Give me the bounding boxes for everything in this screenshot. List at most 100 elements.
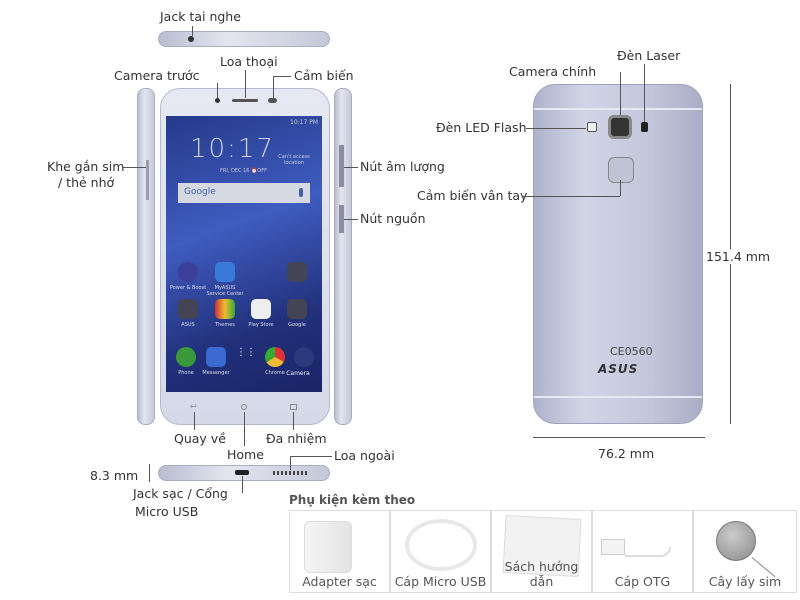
label-earpiece: Loa thoại	[220, 54, 278, 69]
app-themes[interactable]	[215, 299, 235, 319]
label-sensor: Cảm biến	[294, 68, 354, 83]
label-front-camera: Camera trước	[114, 68, 200, 83]
app-play-store[interactable]	[251, 299, 271, 319]
app-phone[interactable]	[176, 347, 196, 367]
sensor-window	[268, 98, 277, 103]
label-width: 76.2 mm	[598, 446, 655, 461]
accessory-label: Sách hướng dẫn	[504, 559, 579, 589]
phone-top-view	[158, 31, 330, 47]
led-flash	[587, 122, 597, 132]
label-fingerprint: Cảm biến vân tay	[417, 188, 528, 203]
phone-right-side	[334, 88, 352, 425]
text-label: Phone	[178, 370, 194, 376]
leader-line	[344, 167, 358, 168]
home-key-icon[interactable]	[241, 404, 247, 410]
antenna-line-top	[534, 108, 702, 110]
cable-image	[405, 519, 477, 571]
app-asus-folder[interactable]	[178, 299, 198, 319]
google-logo: Google	[184, 187, 216, 197]
phone-back	[533, 84, 703, 424]
label-volume: Nút âm lượng	[360, 159, 445, 174]
leader-line	[192, 26, 193, 36]
thickness-arrow	[149, 464, 150, 482]
app-myasus[interactable]	[215, 262, 235, 282]
accessory-label: Cáp Micro USB	[394, 574, 487, 589]
leader-line	[217, 83, 218, 98]
label-multitask-key: Đa nhiệm	[266, 431, 327, 446]
back-key-icon[interactable]: ↩	[190, 402, 197, 411]
app-power-boost[interactable]	[178, 262, 198, 282]
adapter-image	[304, 521, 352, 573]
app-drawer-icon[interactable]: ⋮⋮	[236, 347, 256, 358]
accessories-title: Phụ kiện kèm theo	[289, 493, 416, 507]
accessory-otg-cable: Cáp OTG	[592, 510, 693, 593]
earpiece-grille	[232, 99, 258, 102]
fingerprint-sensor[interactable]	[608, 157, 634, 183]
leader-line	[290, 456, 291, 470]
weather: Can't access location	[278, 154, 310, 166]
leader-line	[523, 196, 620, 197]
leader-line	[245, 70, 246, 98]
micro-usb-port	[235, 470, 249, 475]
loudspeaker-grille	[273, 471, 307, 475]
label-charging-port-1: Jack sạc / Cổng	[133, 486, 228, 501]
leader-line	[293, 412, 294, 430]
text-label: Power & Boost	[169, 285, 207, 291]
label-main-camera: Camera chính	[509, 64, 597, 79]
text-label: Google	[288, 322, 306, 328]
accessory-micro-usb-cable: Cáp Micro USB	[390, 510, 491, 593]
phone-screen: 10:17 PM 10:17 FRI, DEC 16 ⏰OFF Can't ac…	[166, 116, 322, 392]
label-loudspeaker: Loa ngoài	[334, 448, 395, 463]
text-label: ASUS	[181, 322, 195, 328]
cert-mark: CE0560	[610, 345, 653, 358]
status-time: 10:17 PM	[290, 119, 318, 126]
app-camera[interactable]	[294, 347, 314, 367]
text-label: MyASUS Service Center	[206, 285, 244, 297]
text-label: Play Store	[248, 322, 274, 328]
label-laser: Đèn Laser	[617, 48, 681, 63]
leader-line	[273, 76, 274, 98]
main-camera-lens	[608, 115, 632, 139]
label-home-key: Home	[227, 447, 264, 462]
app-camera-label: Camera	[286, 370, 310, 377]
headphone-jack-hole	[188, 36, 194, 42]
accessory-label: Cây lấy sim	[708, 574, 782, 589]
accessory-sim-tool: Cây lấy sim	[693, 510, 797, 593]
sim-slot	[146, 160, 149, 200]
app-google-folder[interactable]	[287, 299, 307, 319]
label-height: 151.4 mm	[706, 249, 771, 264]
asus-logo: ASUS	[598, 362, 639, 376]
clock: 10:17	[190, 134, 275, 164]
label-sim-slot-1: Khe gắn sim	[47, 159, 125, 174]
accessory-label: Cáp OTG	[614, 574, 671, 589]
leader-line	[526, 128, 586, 129]
label-power: Nút nguồn	[360, 211, 426, 226]
app-folder[interactable]	[287, 262, 307, 282]
antenna-line-bottom	[534, 396, 702, 398]
app-chrome[interactable]	[265, 347, 285, 367]
leader-line	[244, 412, 245, 446]
leader-line	[620, 180, 621, 196]
laser-sensor	[641, 122, 648, 132]
leader-line	[242, 476, 243, 493]
label-sim-slot-2: / thẻ nhớ	[58, 175, 115, 190]
front-camera-lens	[215, 98, 220, 103]
multitask-key-icon[interactable]	[290, 404, 297, 410]
label-led-flash: Đèn LED Flash	[436, 120, 527, 135]
leader-line	[644, 64, 645, 122]
leader-line	[194, 412, 195, 430]
google-search-bar[interactable]: Google	[178, 183, 310, 203]
leader-line	[273, 76, 291, 77]
accessory-adapter: Adapter sạc	[289, 510, 390, 593]
app-messenger[interactable]	[206, 347, 226, 367]
label-headphone-jack: Jack tai nghe	[160, 9, 241, 24]
accessory-label: Adapter sạc	[302, 574, 377, 589]
label-charging-port-2: Micro USB	[135, 504, 199, 519]
date: FRI, DEC 16 ⏰OFF	[220, 168, 267, 174]
accessory-manual: Sách hướng dẫn	[491, 510, 592, 593]
phone-left-side	[137, 88, 155, 425]
volume-button	[339, 145, 344, 187]
label-thickness: 8.3 mm	[90, 468, 139, 483]
text-label: Themes	[215, 322, 235, 328]
sim-tool-image	[716, 521, 756, 561]
